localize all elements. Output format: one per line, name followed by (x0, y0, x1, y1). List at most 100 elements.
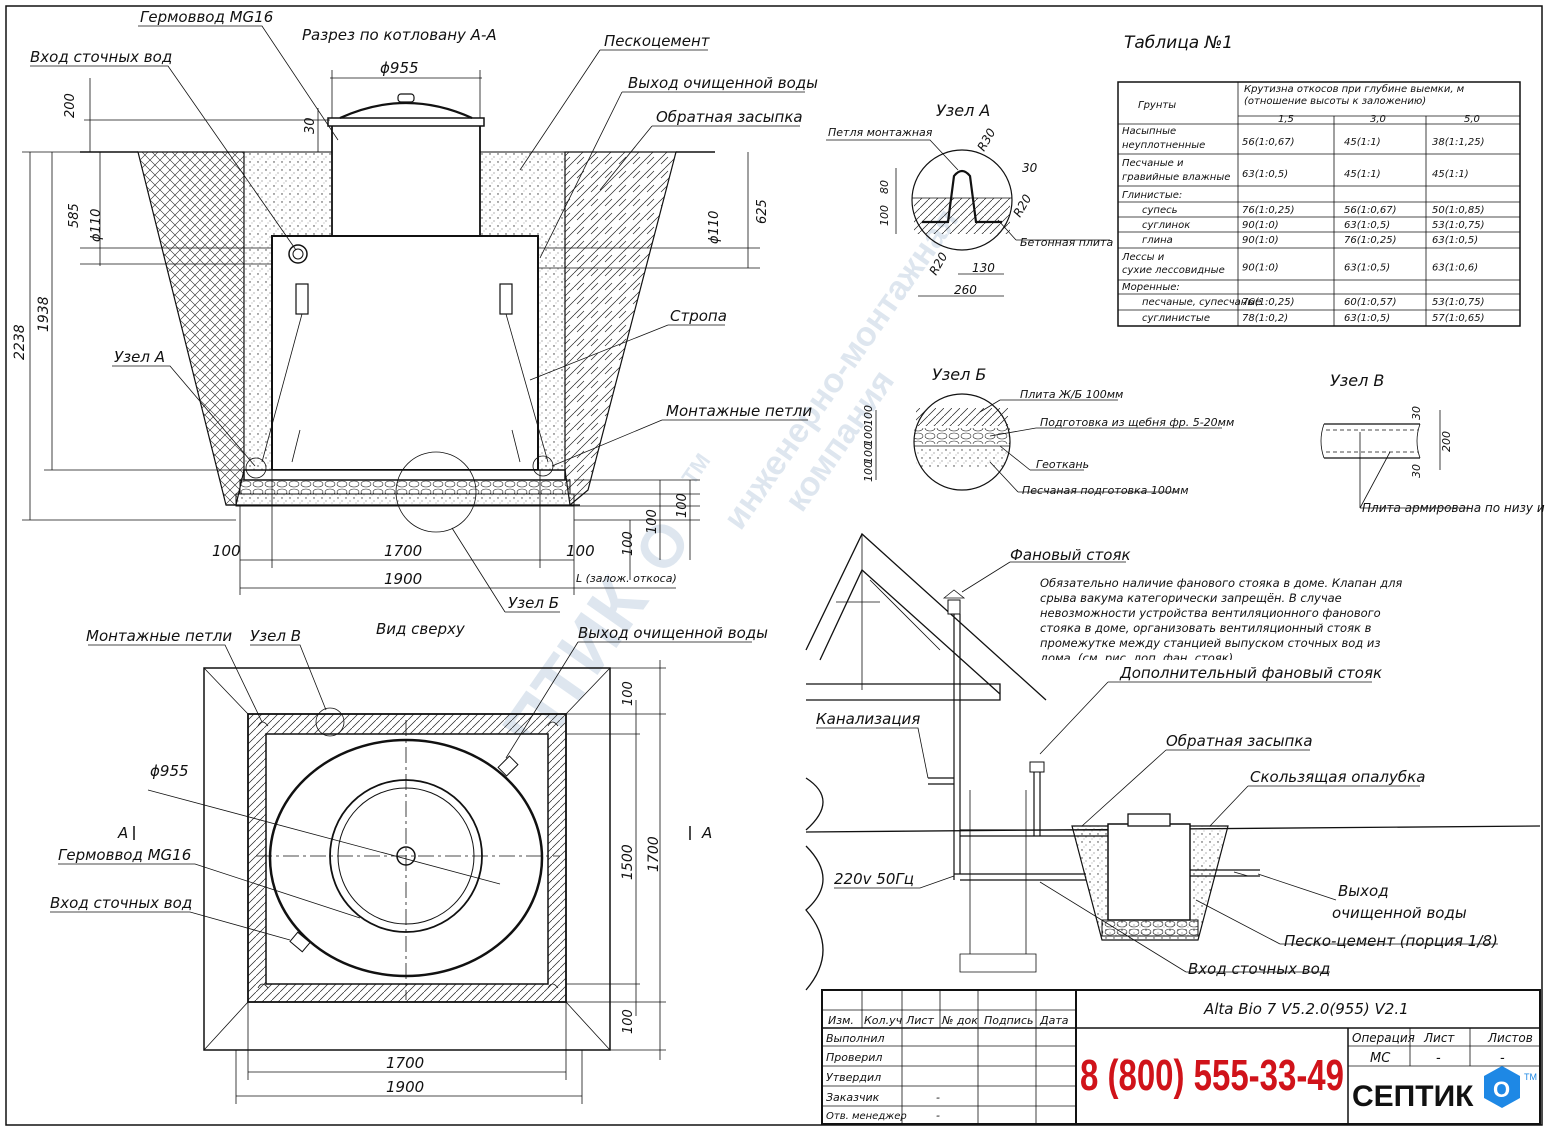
tank-lid-rim (327, 117, 485, 127)
svg-text:Подпись: Подпись (984, 1014, 1033, 1027)
svg-text:Лист: Лист (905, 1014, 934, 1027)
table-row-name: Лессы и (1121, 252, 1165, 263)
svg-text:Лист: Лист (1423, 1031, 1455, 1045)
svg-text:585: 585 (67, 203, 82, 228)
table-row-name: суглинистые (1142, 313, 1210, 324)
svg-text:100: 100 (862, 425, 875, 446)
svg-text:Листов: Листов (1487, 1031, 1533, 1045)
table-cell: 53(1:0,75) (1432, 220, 1485, 231)
svg-text:100: 100 (566, 542, 595, 560)
svg-text:№ док: № док (941, 1014, 978, 1027)
svg-text:ϕ110: ϕ110 (707, 211, 722, 244)
table-cell: 90(1:0) (1242, 235, 1279, 246)
svg-text:очищенной воды: очищенной воды (1332, 904, 1467, 922)
svg-text:1,5: 1,5 (1278, 114, 1294, 125)
label-peskocement: Пескоцемент (604, 32, 711, 50)
node-v-detail: Узел В Плита армирована по низу и верху … (1320, 371, 1548, 515)
node-b-title: Узел Б (932, 365, 986, 384)
table-cell: 90(1:0) (1242, 263, 1279, 274)
svg-text:Петля монтажная: Петля монтажная (828, 126, 933, 139)
node-a-detail: Узел А Петля монтажная Бетонная плита R3… (826, 101, 1113, 297)
table-row-name: сухие лессовидные (1122, 265, 1225, 276)
label-node-a: Узел А (114, 348, 165, 366)
svg-text:Монтажные петли: Монтажные петли (86, 627, 232, 645)
svg-text:2238: 2238 (12, 324, 28, 360)
svg-text:O: O (1493, 1077, 1510, 1102)
svg-text:Вход сточных вод: Вход сточных вод (50, 894, 192, 912)
svg-text:100: 100 (675, 493, 690, 518)
svg-text:Песчаная подготовка 100мм: Песчаная подготовка 100мм (1022, 484, 1189, 497)
node-b-detail: Узел Б Плита Ж/Б 100мм Подготовка из щеб… (862, 365, 1234, 497)
table-cell: 56(1:0,67) (1344, 205, 1397, 216)
tank-body (271, 235, 539, 471)
svg-text:100: 100 (645, 509, 660, 534)
svg-text:1700: 1700 (386, 1054, 424, 1072)
svg-text:Геоткань: Геоткань (1036, 458, 1089, 471)
watermark-tm: TM (677, 449, 716, 489)
label-slope: L (залож. откоса) (576, 572, 677, 585)
table-row-name: глина (1142, 235, 1173, 246)
svg-text:Песко-цемент (порция 1/8): Песко-цемент (порция 1/8) (1284, 932, 1498, 950)
svg-text:А: А (117, 824, 128, 842)
brand-hex-icon (1484, 1066, 1520, 1108)
table-cell: 56(1:0,67) (1242, 137, 1295, 148)
svg-text:ϕ955: ϕ955 (150, 762, 189, 780)
svg-text:100: 100 (621, 531, 636, 556)
svg-text:Плита Ж/Б 100мм: Плита Ж/Б 100мм (1020, 388, 1123, 401)
node-a-marker (245, 457, 267, 479)
svg-text:Операция: Операция (1352, 1031, 1415, 1045)
node-v-title: Узел В (1330, 371, 1384, 390)
table-cell: 76(1:0,25) (1344, 235, 1397, 246)
svg-text:30: 30 (1022, 161, 1038, 175)
svg-text:Дата: Дата (1039, 1014, 1069, 1027)
table-cell: 78(1:0,2) (1242, 313, 1288, 324)
svg-text:Фановый стояк: Фановый стояк (1010, 546, 1131, 564)
svg-text:Канализация: Канализация (816, 710, 920, 728)
sheet-frame (5, 5, 1543, 1126)
table-row-name: Глинистые: (1122, 190, 1182, 201)
top-outlet-pipe (497, 755, 519, 777)
label-stropa: Стропа (670, 307, 727, 325)
svg-text:200: 200 (63, 93, 78, 118)
node-b-marker (395, 451, 477, 533)
table-row-name: гравийные влажные (1122, 172, 1230, 183)
svg-text:R20: R20 (1010, 192, 1034, 220)
dim-d955: ϕ955 (380, 59, 419, 77)
svg-text:625: 625 (755, 199, 770, 224)
table-cell: 63(1:0,5) (1344, 220, 1390, 231)
svg-text:1938: 1938 (36, 296, 52, 332)
table-cell: 63(1:0,6) (1432, 263, 1478, 274)
gravel-layer (239, 479, 571, 495)
svg-text:1500: 1500 (620, 844, 636, 880)
table-cell: 60(1:0,57) (1344, 297, 1397, 308)
svg-text:30: 30 (303, 117, 318, 134)
table-cell: 63(1:0,5) (1432, 235, 1478, 246)
table-cell: 45(1:1) (1432, 169, 1469, 180)
svg-text:-: - (1436, 1051, 1441, 1066)
table-cell: 38(1:1,25) (1432, 137, 1485, 148)
svg-text:30: 30 (1410, 406, 1423, 420)
backfill-left (137, 151, 245, 506)
project-name: Alta Bio 7 V5.2.0(955) V2.1 (1203, 1000, 1409, 1018)
label-germovvod: Гермоввод MG16 (140, 8, 273, 26)
label-outlet: Выход очищенной воды (628, 74, 818, 92)
table-cell: 45(1:1) (1344, 169, 1381, 180)
svg-text:-: - (936, 1109, 940, 1122)
svg-text:Плита армирована по низу и вер: Плита армирована по низу и верху (1362, 501, 1548, 515)
svg-text:220v 50Гц: 220v 50Гц (834, 870, 914, 888)
svg-text:30: 30 (1410, 464, 1423, 478)
install-scheme: Фановый стояк Обязательно наличие фаново… (805, 532, 1541, 991)
svg-text:5,0: 5,0 (1464, 114, 1480, 125)
tank-lid (339, 101, 473, 120)
svg-text:100: 100 (862, 461, 875, 482)
lid-handle (397, 93, 415, 103)
svg-text:Выполнил: Выполнил (826, 1032, 885, 1045)
svg-text:Дополнительный фановый стояк: Дополнительный фановый стояк (1119, 664, 1382, 682)
svg-text:Обратная засыпка: Обратная засыпка (1166, 732, 1313, 750)
svg-text:R30: R30 (974, 126, 998, 154)
label-mounting-loops: Монтажные петли (666, 402, 812, 420)
svg-text:100: 100 (862, 405, 875, 426)
table-cell: 90(1:0) (1242, 220, 1279, 231)
svg-text:-: - (936, 1091, 940, 1104)
table-cell: 63(1:0,5) (1242, 169, 1288, 180)
